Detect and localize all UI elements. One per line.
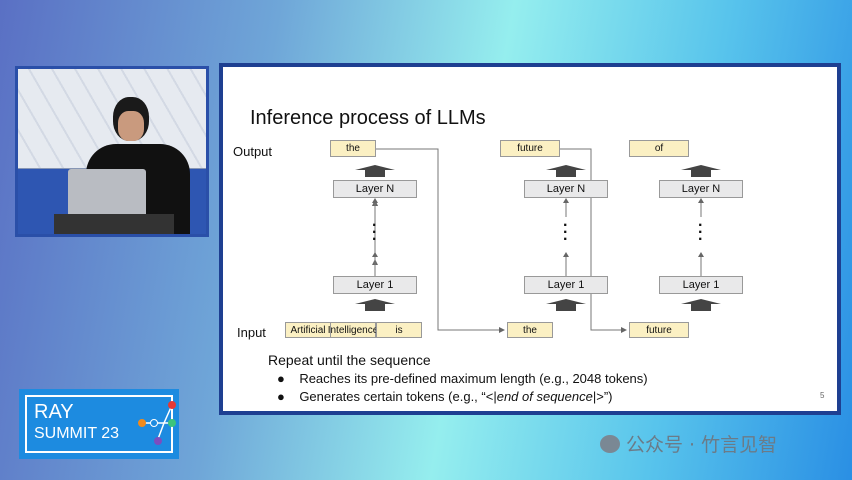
bullet-1: ● Reaches its pre-defined maximum length… — [277, 371, 648, 386]
up-arrow — [698, 198, 704, 217]
up-arrow — [372, 252, 378, 276]
input-arrow-icon — [681, 299, 721, 311]
ellipsis-icon: ··· — [563, 217, 569, 248]
slide: Inference process of LLMs Output Input R… — [219, 63, 841, 415]
logo-graph-icon — [138, 401, 176, 445]
watermark-text: 公众号 · 竹言见智 — [626, 434, 778, 456]
feedback-arrow-2 — [557, 148, 627, 333]
podium — [54, 214, 174, 234]
bullet-2: ● Generates certain tokens (e.g., “<|end… — [277, 389, 613, 404]
output-token: the — [330, 140, 376, 157]
output-token: of — [629, 140, 689, 157]
output-arrow-icon — [681, 165, 721, 177]
layer-1-box: Layer 1 — [524, 276, 608, 294]
up-arrow — [563, 252, 569, 276]
output-arrow-icon — [355, 165, 395, 177]
input-arrow-icon — [355, 299, 395, 311]
output-label: Output — [233, 144, 273, 159]
input-token: future — [629, 322, 689, 338]
layer-n-box: Layer N — [524, 180, 608, 198]
input-token: Artificial — [285, 322, 331, 338]
feedback-arrow-1 — [373, 148, 505, 333]
speaker-face — [118, 111, 144, 141]
watermark: 公众号 · 竹言见智 — [600, 430, 777, 457]
input-token: is — [376, 322, 422, 338]
logo-line2: SUMMIT 23 — [34, 425, 120, 442]
laptop — [68, 169, 146, 217]
repeat-text: Repeat until the sequence — [268, 352, 431, 368]
ellipsis-icon: ··· — [698, 217, 704, 248]
up-arrow — [698, 252, 704, 276]
speaker-video — [15, 66, 209, 237]
layer-1-box: Layer 1 — [659, 276, 743, 294]
wechat-icon — [600, 434, 620, 453]
layer-n-box: Layer N — [659, 180, 743, 198]
slide-title: Inference process of LLMs — [250, 107, 486, 129]
output-arrow-icon — [546, 165, 586, 177]
layer-n-box: Layer N — [333, 180, 417, 198]
bullet-2-prefix: Generates certain tokens (e.g., “<| — [299, 389, 497, 404]
output-token: future — [500, 140, 560, 157]
up-arrow — [563, 198, 569, 217]
logo-line1: RAY — [34, 401, 74, 423]
input-token: the — [507, 322, 553, 338]
up-arrow — [372, 198, 378, 217]
input-token: Intelligence — [328, 322, 378, 338]
input-arrow-icon — [546, 299, 586, 311]
bullet-2-italic: end of sequence — [496, 389, 593, 404]
bullet-1-text: Reaches its pre-defined maximum length (… — [299, 371, 648, 386]
layer-1-box: Layer 1 — [333, 276, 417, 294]
input-label: Input — [237, 325, 266, 340]
bullet-2-suffix: |>”) — [592, 389, 613, 404]
ellipsis-icon: ··· — [372, 217, 378, 248]
page-number: 5 — [820, 391, 825, 400]
ray-summit-logo: RAY SUMMIT 23 — [19, 389, 179, 459]
